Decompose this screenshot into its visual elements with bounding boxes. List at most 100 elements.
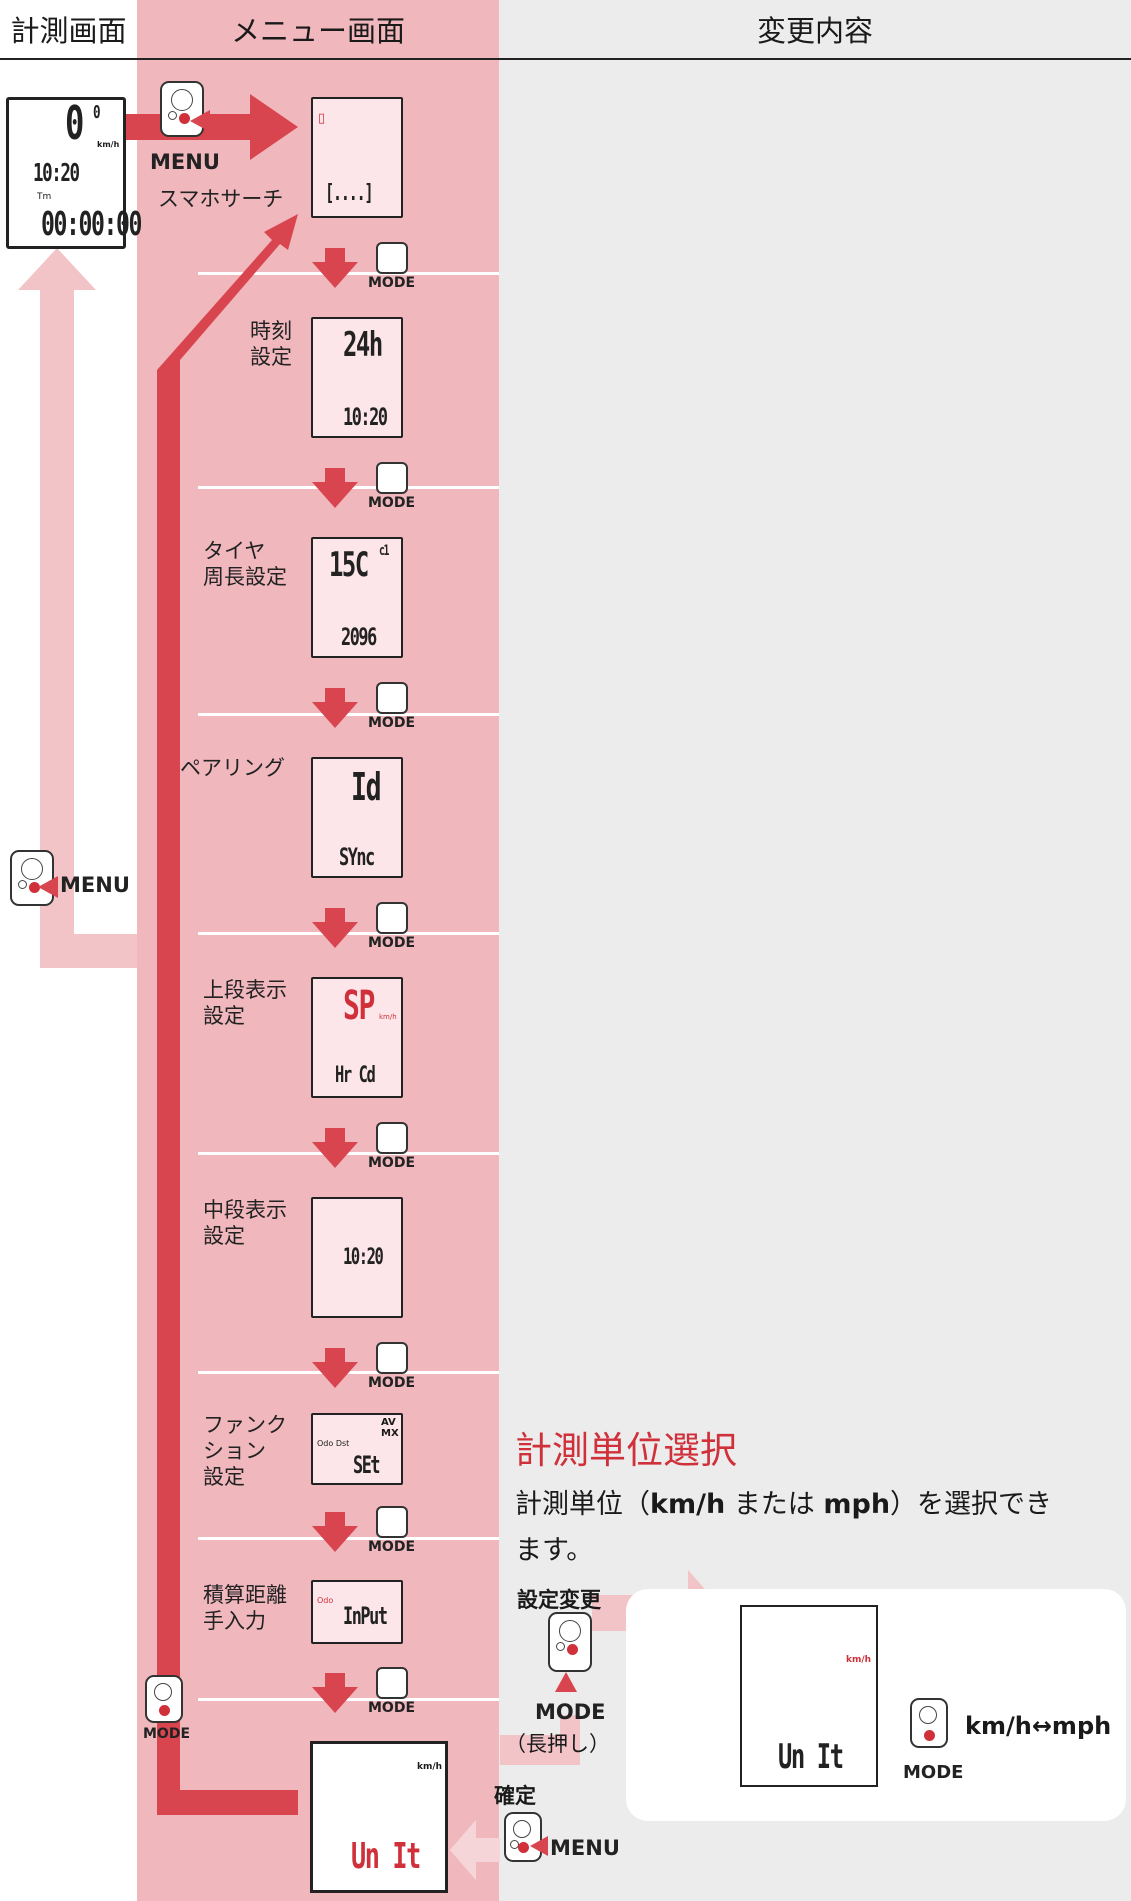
separator: [198, 713, 499, 716]
lcd-pairing[interactable]: Id SYnc: [311, 757, 403, 878]
mode-icon[interactable]: [376, 682, 408, 714]
separator: [198, 1698, 499, 1701]
lcd-top: 15C: [329, 545, 369, 585]
lcd-bottom: InPut: [343, 1602, 388, 1630]
lcd-clock[interactable]: 24h 10:20: [311, 317, 403, 438]
change-label: 設定変更: [517, 1588, 601, 1612]
header-changes: 変更内容: [499, 0, 1131, 60]
lcd-bottom: 10:20: [343, 403, 388, 431]
confirm-arrow-fill: [450, 1820, 500, 1880]
device-mode-icon[interactable]: [145, 1675, 183, 1723]
desc-mph: mph: [823, 1489, 891, 1520]
menu-label-middle: 中段表示 設定: [203, 1198, 287, 1248]
lcd-top-small: AV MX: [381, 1417, 399, 1439]
result-lcd: km/h Un It: [740, 1605, 878, 1787]
mode-label: MODE: [368, 935, 416, 951]
lcd-top-small: km/h: [417, 1762, 443, 1772]
lcd-bottom: SYnc: [339, 843, 375, 871]
mode-label: MODE: [368, 1539, 416, 1555]
confirm-label: 確定: [494, 1784, 536, 1808]
measure-lcd: 0 0 km/h 10:20 Tm 00:00:00: [6, 96, 142, 249]
speed-decimal: 0: [93, 102, 101, 123]
return-arrow: [18, 248, 137, 968]
lcd-function[interactable]: Odo Dst AV MX SEt: [311, 1413, 403, 1485]
mode-icon[interactable]: [376, 902, 408, 934]
menu-label-tire: タイヤ 周長設定: [203, 539, 287, 589]
menu-label-odometer: 積算距離 手入力: [203, 1583, 287, 1633]
separator: [198, 932, 499, 935]
menu-label-confirm: MENU: [550, 1836, 620, 1860]
separator: [198, 1152, 499, 1155]
lcd-tire[interactable]: 15C c1 2096: [311, 537, 403, 658]
device-mode-large[interactable]: [548, 1612, 592, 1672]
lcd-top: Id: [351, 765, 382, 809]
mode-label-loop: MODE: [143, 1726, 191, 1742]
mode-label: MODE: [368, 1155, 416, 1171]
lcd-top: 24h: [343, 325, 383, 365]
desc-text: または: [725, 1489, 824, 1520]
header-measure: 計測画面: [0, 0, 137, 60]
device-mode-small[interactable]: [910, 1698, 948, 1748]
detail-description: 計測単位（km/h または mph）を選択でき: [515, 1482, 1052, 1521]
longpress-bar: [500, 1715, 580, 1765]
device-menu-icon-2[interactable]: [10, 850, 54, 906]
lcd-top-small: c1: [379, 543, 389, 559]
menu-label-2: MENU: [60, 873, 130, 897]
long-press-label: （長押し）: [505, 1732, 610, 1756]
desc-kmh: km/h: [650, 1489, 726, 1520]
lcd-bottom: Un It: [351, 1836, 421, 1877]
toggle-label: km/h↔mph: [965, 1712, 1112, 1740]
tm-label: Tm: [37, 192, 52, 202]
device-menu-confirm[interactable]: [504, 1812, 542, 1862]
device-menu-icon[interactable]: [160, 81, 204, 137]
lcd-bottom: SEt: [353, 1451, 381, 1479]
down-arrows: [312, 248, 358, 1713]
lcd-top: SP: [343, 983, 375, 1029]
mode-icon[interactable]: [376, 462, 408, 494]
mode-icon[interactable]: [376, 242, 408, 274]
mode-label-result: MODE: [903, 1762, 964, 1783]
desc-text: ）を選択でき: [890, 1489, 1053, 1520]
menu-label-pairing: ペアリング: [180, 756, 285, 780]
result-lcd-text: Un It: [778, 1737, 844, 1777]
menu-label: MENU: [150, 150, 220, 174]
lcd-unit[interactable]: km/h Un It: [310, 1741, 448, 1893]
mode-icon[interactable]: [376, 1667, 408, 1699]
lcd-mid: 10:20: [343, 1245, 384, 1270]
phone-icon: ▯: [318, 111, 326, 126]
detail-title: 計測単位選択: [515, 1429, 737, 1472]
desc-text: 計測単位（: [515, 1489, 650, 1520]
press-arrow-icon: [530, 1836, 548, 1856]
loop-arrow: [157, 214, 298, 1815]
lcd-upper[interactable]: SP km/h Hr Cd: [311, 977, 403, 1098]
mode-icon[interactable]: [376, 1506, 408, 1538]
header-menu: メニュー画面: [137, 0, 499, 60]
detail-description-2: ます。: [515, 1535, 594, 1566]
lcd-bottom: Hr Cd: [335, 1063, 376, 1088]
mode-label: MODE: [368, 715, 416, 731]
press-arrow-icon: [38, 876, 58, 898]
mode-label: MODE: [368, 495, 416, 511]
mode-icon[interactable]: [376, 1342, 408, 1374]
lcd-search[interactable]: ▯ [....]: [311, 97, 403, 218]
speed-unit: km/h: [97, 140, 120, 149]
mode-label-detail: MODE: [535, 1700, 606, 1724]
result-lcd-small: km/h: [846, 1655, 872, 1665]
lcd-top: Odo Dst: [317, 1439, 350, 1448]
menu-label-upper: 上段表示 設定: [203, 978, 287, 1028]
menu-label-function: ファンク ション 設定: [203, 1413, 287, 1489]
mode-label: MODE: [368, 1375, 416, 1391]
lcd-bottom: 2096: [341, 623, 377, 651]
mode-icon[interactable]: [376, 1122, 408, 1154]
mode-label: MODE: [368, 275, 416, 291]
menu-label-search: スマホサーチ: [158, 187, 284, 211]
separator: [198, 1537, 499, 1540]
lcd-middle[interactable]: 10:20: [311, 1197, 403, 1318]
press-arrow-icon: [555, 1672, 577, 1692]
lcd-top-small: km/h: [379, 1013, 397, 1021]
menu-label-clock: 時刻 設定: [250, 319, 292, 369]
lcd-odometer[interactable]: Odo InPut: [311, 1580, 403, 1644]
mode-label: MODE: [368, 1700, 416, 1716]
clock-time: 10:20: [33, 158, 80, 187]
lcd-bottom: [....]: [325, 181, 374, 206]
